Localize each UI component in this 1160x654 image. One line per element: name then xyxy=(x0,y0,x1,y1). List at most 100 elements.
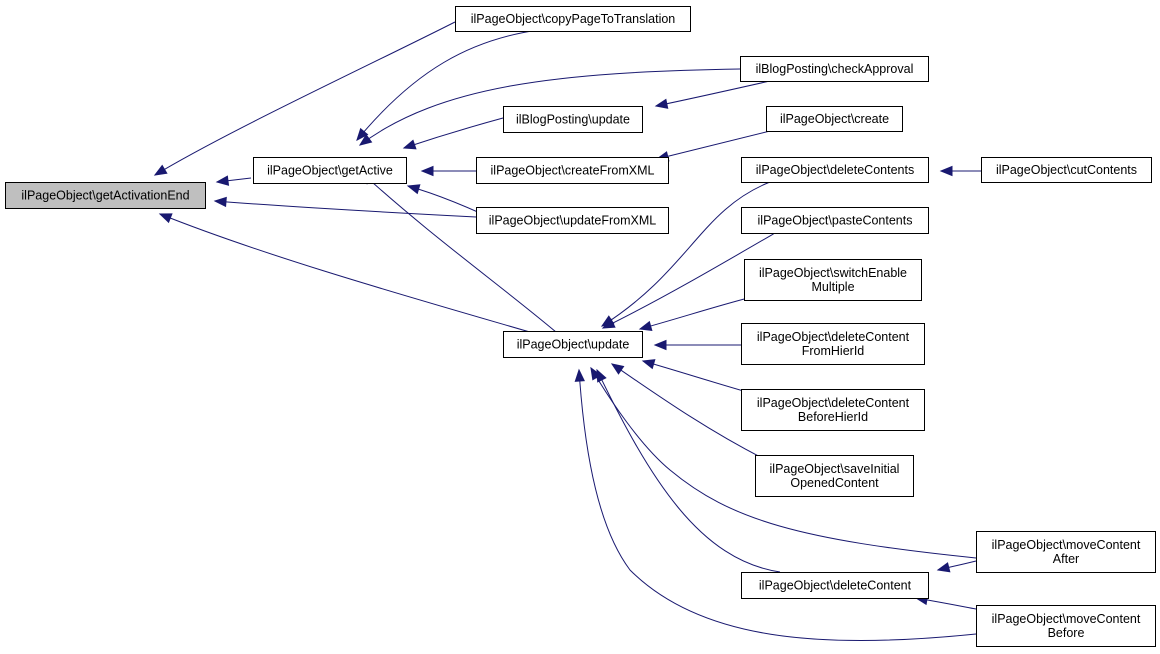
node-label: ilPageObject\deleteContent xyxy=(759,579,912,593)
node-n1[interactable]: ilPageObject\getActive xyxy=(253,157,407,184)
node-box[interactable] xyxy=(976,531,1156,573)
node-box[interactable] xyxy=(741,207,929,234)
node-label: ilPageObject\update xyxy=(517,338,630,352)
edge-n2-to-n1 xyxy=(361,172,557,333)
edge-n14-to-n2 xyxy=(642,360,748,393)
arrowhead-n18-to-n2 xyxy=(574,368,585,382)
arrowhead-n5-to-n1 xyxy=(402,139,417,150)
node-label: ilPageObject\getActive xyxy=(267,164,393,178)
node-label: ilPageObject\updateFromXML xyxy=(489,214,656,228)
edge-n7-to-n0 xyxy=(214,200,477,218)
node-label: Multiple xyxy=(811,280,854,294)
node-label: OpenedContent xyxy=(790,476,879,490)
node-n2[interactable]: ilPageObject\update xyxy=(503,331,643,358)
node-label: ilPageObject\moveContent xyxy=(992,538,1141,552)
node-n0[interactable]: ilPageObject\getActivationEnd xyxy=(5,182,206,209)
node-label: ilPageObject\deleteContents xyxy=(756,163,914,177)
node-label: After xyxy=(1053,552,1079,566)
node-label: ilPageObject\deleteContent xyxy=(757,330,910,344)
node-box[interactable] xyxy=(976,605,1156,647)
arrowhead-n10-to-n9 xyxy=(939,165,953,177)
edge-n9-to-n2 xyxy=(601,181,771,327)
node-label: ilPageObject\deleteContent xyxy=(757,396,910,410)
arrowhead-n16-to-n2 xyxy=(596,368,607,383)
arrowhead-n4-to-n1 xyxy=(358,134,373,146)
node-label: BeforeHierId xyxy=(798,410,868,424)
node-label: ilPageObject\pasteContents xyxy=(758,214,913,228)
arrowhead-n13-to-n2 xyxy=(653,339,667,351)
arrowhead-n2-to-n0 xyxy=(158,213,173,224)
node-n3[interactable]: ilPageObject\copyPageToTranslation xyxy=(455,6,691,32)
arrowhead-n3-to-n1 xyxy=(356,127,369,142)
edge-n18-to-n2 xyxy=(578,369,977,642)
node-n7[interactable]: ilPageObject\updateFromXML xyxy=(476,207,669,234)
node-label: ilBlogPosting\checkApproval xyxy=(756,62,914,76)
arrowhead-n17-to-n16 xyxy=(936,562,951,573)
nodes-layer: ilPageObject\getActivationEnd ilPageObjec… xyxy=(5,6,1156,647)
arrowhead-n7-to-n1 xyxy=(406,184,421,195)
node-n11[interactable]: ilPageObject\pasteContents xyxy=(741,207,929,234)
node-box[interactable] xyxy=(455,6,691,32)
edge-n4-to-n1 xyxy=(359,68,741,146)
node-box[interactable] xyxy=(741,572,929,599)
node-n6[interactable]: ilPageObject\createFromXML xyxy=(476,157,669,184)
arrowhead-n4-to-n5 xyxy=(654,98,669,109)
node-label: ilPageObject\saveInitial xyxy=(770,462,900,476)
edge-n3-to-n0 xyxy=(154,21,456,176)
edge-n11-to-n2 xyxy=(602,232,776,329)
arrowhead-n1-to-n0 xyxy=(215,175,230,186)
arrowhead-n11-to-n2 xyxy=(601,318,616,329)
edge-n15-to-n2 xyxy=(611,363,771,463)
node-n9[interactable]: ilPageObject\deleteContents xyxy=(741,157,929,183)
edge-n17-to-n2 xyxy=(590,367,977,559)
arrowhead-n7-to-n0 xyxy=(213,196,227,208)
node-box[interactable] xyxy=(744,259,922,301)
node-box[interactable] xyxy=(476,207,669,234)
node-label: ilPageObject\copyPageToTranslation xyxy=(471,12,676,26)
node-box[interactable] xyxy=(741,389,925,431)
node-box[interactable] xyxy=(253,157,407,184)
node-box[interactable] xyxy=(503,106,643,133)
edge-n2-to-n0 xyxy=(159,213,541,336)
node-box[interactable] xyxy=(503,331,643,358)
arrowhead-n15-to-n2 xyxy=(610,363,625,375)
node-box[interactable] xyxy=(741,157,929,183)
node-label: Before xyxy=(1048,626,1085,640)
edge-n8-to-n6 xyxy=(656,130,771,160)
node-label: ilPageObject\moveContent xyxy=(992,612,1141,626)
node-box[interactable] xyxy=(5,182,206,209)
node-box[interactable] xyxy=(740,56,929,82)
node-box[interactable] xyxy=(755,455,914,497)
arrowhead-n6-to-n1 xyxy=(420,165,434,177)
node-label: ilPageObject\create xyxy=(780,112,889,126)
node-label: ilPageObject\switchEnable xyxy=(759,266,907,280)
node-n10[interactable]: ilPageObject\cutContents xyxy=(981,157,1152,183)
node-box[interactable] xyxy=(476,157,669,184)
arrowhead-n3-to-n0 xyxy=(153,164,168,176)
node-label: ilBlogPosting\update xyxy=(516,113,630,127)
node-box[interactable] xyxy=(741,323,925,365)
arrowhead-n17-to-n2 xyxy=(590,366,602,381)
node-n4[interactable]: ilBlogPosting\checkApproval xyxy=(740,56,929,82)
edge-n16-to-n2 xyxy=(596,369,781,573)
node-label: ilPageObject\cutContents xyxy=(996,163,1137,177)
node-label: ilPageObject\createFromXML xyxy=(491,164,655,178)
node-label: FromHierId xyxy=(802,344,865,358)
node-box[interactable] xyxy=(766,106,903,132)
node-n8[interactable]: ilPageObject\create xyxy=(766,106,903,132)
node-box[interactable] xyxy=(981,157,1152,183)
node-n5[interactable]: ilBlogPosting\update xyxy=(503,106,643,133)
node-label: ilPageObject\getActivationEnd xyxy=(21,189,189,203)
node-n16[interactable]: ilPageObject\deleteContent xyxy=(741,572,929,599)
edge-n4-to-n5 xyxy=(655,80,771,107)
edge-n12-to-n2 xyxy=(639,297,749,330)
edge-n3-to-n1 xyxy=(356,29,539,141)
arrowhead-n12-to-n2 xyxy=(638,320,653,331)
